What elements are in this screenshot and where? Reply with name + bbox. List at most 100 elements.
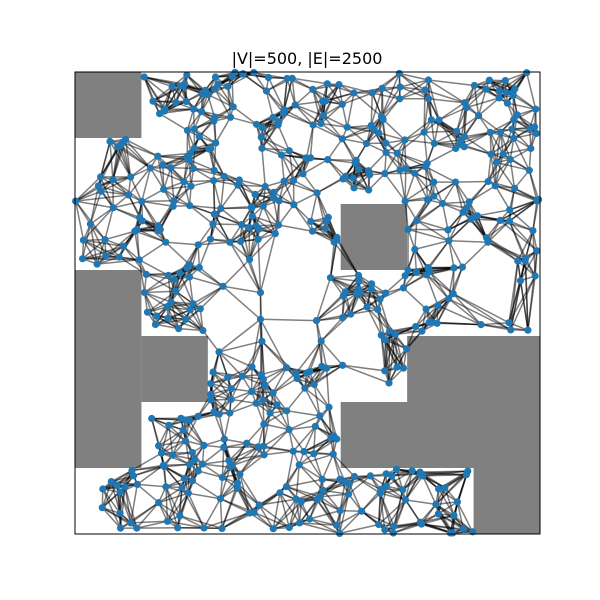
graph-node	[252, 222, 260, 230]
graph-node	[506, 155, 514, 164]
graph-edge	[428, 79, 465, 104]
graph-node	[275, 221, 283, 229]
graph-edge	[435, 470, 469, 505]
graph-edge	[102, 469, 133, 490]
graph-edge	[327, 158, 357, 162]
graph-node	[269, 113, 277, 122]
graph-edge	[487, 180, 515, 190]
graph-node	[170, 197, 178, 205]
graph-node	[352, 290, 361, 298]
graph-node	[375, 129, 383, 137]
graph-node	[164, 271, 172, 279]
plot-title: |V|=500, |E|=2500	[232, 49, 383, 68]
graph-edge	[188, 276, 194, 304]
graph-edge	[423, 89, 426, 133]
graph-edge	[505, 71, 527, 82]
graph-edge	[272, 372, 297, 394]
graph-node	[325, 403, 333, 411]
graph-node	[275, 118, 283, 126]
graph-edge	[396, 152, 428, 165]
graph-edge	[466, 97, 500, 109]
graph-node	[259, 375, 267, 383]
graph-edge	[310, 220, 335, 243]
graph-node	[350, 89, 358, 97]
graph-edge	[400, 86, 426, 91]
obstacle-block	[75, 72, 142, 138]
graph-edge	[304, 387, 321, 417]
graph-edge	[370, 88, 383, 126]
graph-node	[354, 271, 363, 279]
graph-edge	[104, 207, 114, 240]
graph-edge	[425, 166, 456, 183]
graph-node	[329, 450, 337, 458]
graph-edge	[346, 92, 355, 128]
graph-edge	[513, 132, 537, 140]
graph-node	[154, 222, 162, 230]
graph-edge	[82, 207, 114, 241]
graph-edge	[313, 384, 330, 408]
graph-node	[255, 501, 263, 509]
graph-node	[393, 149, 401, 157]
graph-edge	[283, 109, 314, 126]
graph-edge	[416, 219, 449, 231]
graph-edge	[239, 241, 262, 293]
graph-edge	[155, 318, 187, 326]
graph-node	[510, 134, 518, 142]
graph-edge	[273, 191, 295, 206]
graph-edge	[404, 471, 421, 501]
graph-node	[215, 348, 223, 356]
graph-edge	[124, 139, 132, 178]
graph-node	[172, 287, 180, 295]
graph-node	[452, 144, 460, 152]
graph-edge	[428, 79, 475, 87]
graph-node	[239, 70, 247, 78]
graph-edge	[312, 100, 327, 126]
graph-edge	[189, 309, 204, 331]
graph-edge	[286, 387, 306, 412]
obstacle-block	[340, 402, 540, 468]
graph-edge	[200, 88, 216, 112]
graph-edge	[342, 128, 374, 140]
graph-node	[309, 85, 317, 93]
graph-edge	[385, 485, 406, 501]
graph-node	[198, 107, 206, 116]
graph-edge	[179, 487, 183, 516]
graph-node	[210, 408, 218, 416]
graph-node	[167, 298, 175, 306]
graph-node	[310, 380, 318, 389]
graph-edge	[261, 148, 266, 187]
obstacle-block	[340, 204, 408, 270]
graph-node	[227, 395, 235, 403]
graph-edge	[263, 428, 290, 447]
graph-edge	[288, 429, 295, 452]
graph-edge	[338, 83, 373, 94]
graph-edge	[404, 201, 409, 230]
graph-edge	[75, 194, 129, 202]
graph-node	[399, 284, 407, 292]
graph-node	[248, 387, 256, 396]
graph-edge	[239, 179, 266, 188]
graph-edge	[262, 412, 271, 447]
graph-edge	[262, 205, 276, 234]
graph-node	[381, 336, 389, 344]
graph-edge	[303, 425, 316, 452]
graph-edge	[163, 185, 192, 191]
graph-node	[424, 264, 432, 272]
graph-edge	[294, 104, 322, 125]
graph-edge	[508, 220, 538, 252]
graph-edge	[203, 498, 222, 529]
graph-edge	[218, 351, 253, 368]
graph-edge	[279, 492, 301, 524]
graph-edge	[385, 275, 406, 294]
graph-node	[180, 475, 188, 483]
graph-node	[450, 511, 458, 519]
graph-edge	[404, 139, 435, 145]
graph-edge	[97, 259, 140, 265]
graph-edge	[230, 116, 257, 126]
graph-edge	[259, 319, 262, 375]
graph-edge	[448, 298, 512, 331]
graph-edge	[319, 481, 346, 498]
graph-edge	[372, 92, 400, 100]
graph-edge	[229, 390, 253, 414]
graph-edge	[298, 464, 324, 492]
